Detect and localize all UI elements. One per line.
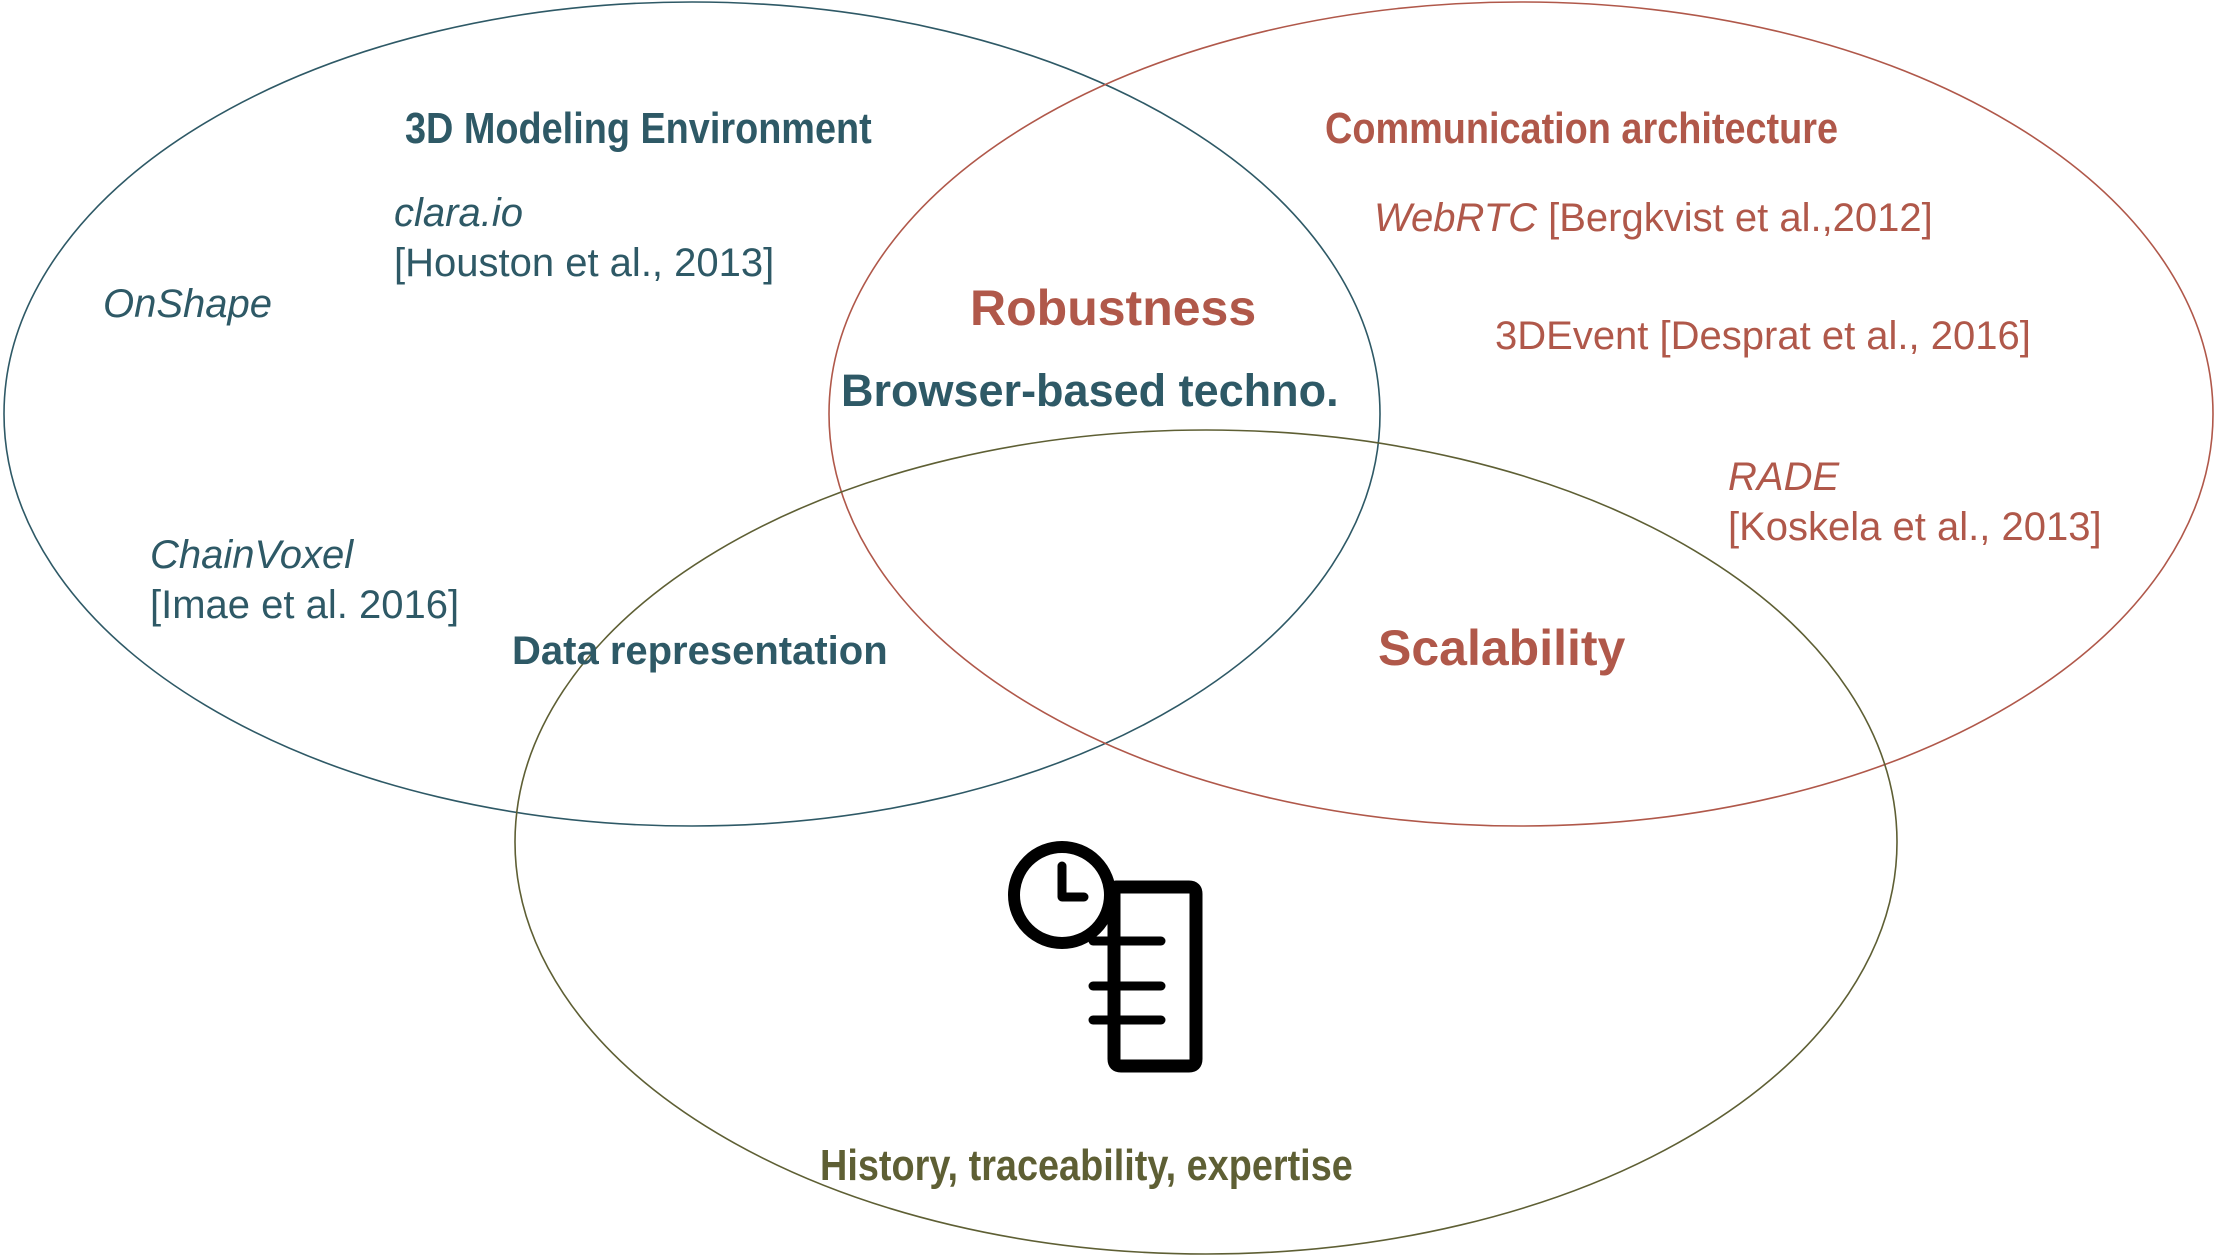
history-document-icon bbox=[1008, 841, 1203, 1073]
threedevent-entry: 3DEvent [Desprat et al., 2016] bbox=[1495, 314, 2031, 358]
clara-io-name: clara.io bbox=[394, 191, 523, 235]
modeling-set-ellipse bbox=[3, 1, 1381, 827]
clara-io-reference: [Houston et al., 2013] bbox=[394, 241, 775, 285]
history-set-title: History, traceability, expertise bbox=[820, 1141, 1353, 1190]
rade-name: RADE bbox=[1728, 455, 1840, 499]
communication-set-ellipse bbox=[828, 1, 2214, 827]
clara-io-entry: clara.io [Houston et al., 2013] bbox=[394, 189, 774, 287]
chainvoxel-reference: [Imae et al. 2016] bbox=[150, 583, 460, 627]
data-representation-label: Data representation bbox=[512, 629, 888, 673]
webrtc-reference: [Bergkvist et al.,2012] bbox=[1537, 196, 1933, 240]
scalability-label: Scalability bbox=[1378, 620, 1626, 676]
webrtc-name: WebRTC bbox=[1374, 196, 1538, 240]
chainvoxel-entry: ChainVoxel [Imae et al. 2016] bbox=[150, 531, 459, 629]
robustness-label: Robustness bbox=[970, 280, 1257, 336]
onshape-entry: OnShape bbox=[103, 282, 273, 326]
rade-reference: [Koskela et al., 2013] bbox=[1728, 505, 2102, 549]
history-set-ellipse bbox=[514, 429, 1898, 1255]
communication-set-title: Communication architecture bbox=[1325, 104, 1839, 153]
chainvoxel-name: ChainVoxel bbox=[150, 533, 354, 577]
webrtc-entry: WebRTC [Bergkvist et al.,2012] bbox=[1374, 194, 1933, 242]
modeling-set-title: 3D Modeling Environment bbox=[405, 104, 872, 153]
rade-entry: RADE [Koskela et al., 2013] bbox=[1728, 453, 2102, 551]
browser-based-label: Browser-based techno. bbox=[841, 365, 1339, 416]
